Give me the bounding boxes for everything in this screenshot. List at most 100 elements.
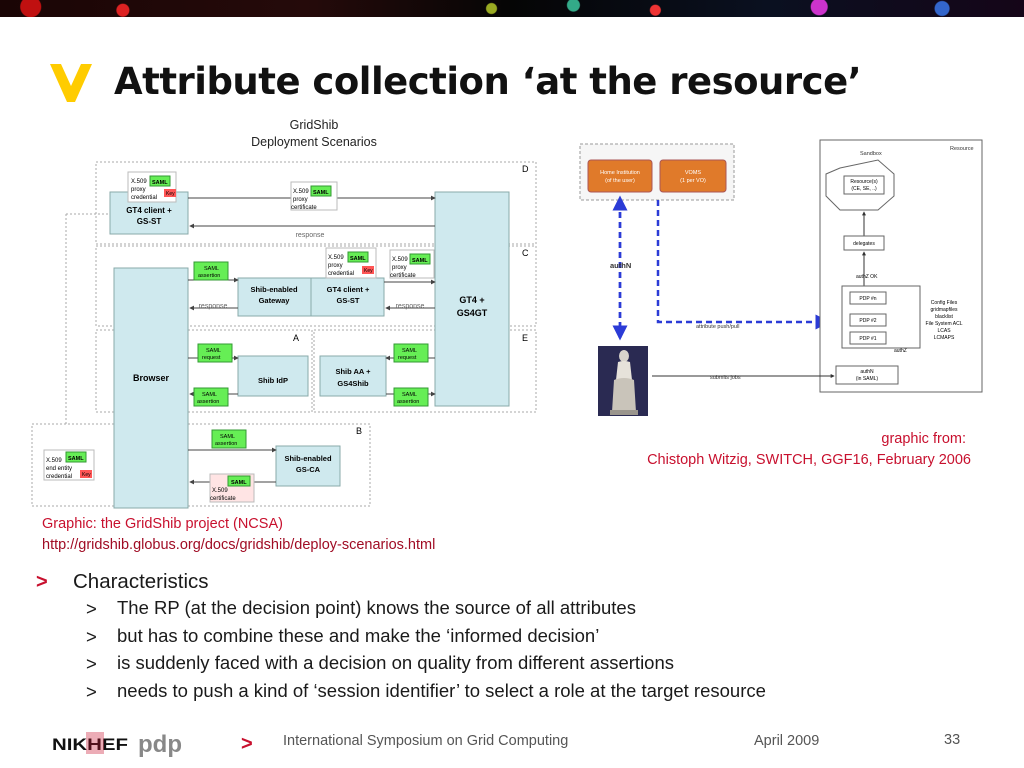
saml-request-token-e: SAML request <box>393 343 429 363</box>
svg-text:X.509: X.509 <box>212 488 228 494</box>
scenario-region-b <box>31 423 371 507</box>
gt4-client-label-1: GT4 client + <box>126 206 172 215</box>
shib-ca-box <box>275 445 341 487</box>
svg-text:assertion: assertion <box>198 273 220 279</box>
svg-text:X.509: X.509 <box>293 189 309 195</box>
witzig-credit-line1: graphic from: <box>881 431 966 447</box>
sub-bullet-marker: > <box>86 653 97 674</box>
svg-text:credential: credential <box>46 474 72 480</box>
pdp-2-label: PDP #2 <box>859 318 876 324</box>
nikhef-pdp-logo: NIKHEF pdp <box>52 731 182 758</box>
svg-text:SAML: SAML <box>202 392 217 398</box>
list-item: > The RP (at the decision point) knows t… <box>36 597 996 625</box>
list-item: > needs to push a kind of ‘session ident… <box>36 680 996 708</box>
saml-assertion-token-a: SAML assertion <box>193 387 229 407</box>
bullet-list: > Characteristics > The RP (at the decis… <box>36 570 996 707</box>
svg-text:Config Files: Config Files <box>931 300 958 306</box>
list-item-text: but has to combine these and make the ‘i… <box>117 624 600 646</box>
svg-text:X.509: X.509 <box>46 458 62 464</box>
svg-text:Key: Key <box>166 191 175 197</box>
slide-title: Attribute collection ‘at the resource’ <box>114 60 862 103</box>
proxy-certificate-token-d: X.509 SAML proxy certificate <box>290 181 338 211</box>
gt4-client-label-2: GS-ST <box>137 217 162 226</box>
home-institution-box <box>587 159 653 193</box>
shib-ca-label-2: GS-CA <box>296 465 321 474</box>
shib-idp-label: Shib IdP <box>258 376 288 385</box>
scenario-region-c <box>95 245 537 327</box>
svg-text:assertion: assertion <box>215 441 237 447</box>
resources-label-1: Resource(s) <box>850 179 878 185</box>
scenario-label-b: B <box>356 426 362 436</box>
bullet-marker: > <box>36 571 48 593</box>
saml-assertion-token-e: SAML assertion <box>393 387 429 407</box>
pdp-2-box <box>849 313 887 327</box>
pdp-1-box <box>849 331 887 345</box>
svg-text:certificate: certificate <box>291 205 317 211</box>
shib-ca-label-1: Shib-enabled <box>284 454 332 463</box>
svg-text:LCAS: LCAS <box>937 328 951 334</box>
scenario-label-c: C <box>522 248 529 258</box>
bullet-heading-text: Characteristics <box>73 570 209 593</box>
authz-ok-label: authZ OK <box>856 274 878 280</box>
svg-text:SAML: SAML <box>402 392 417 398</box>
footer-date: April 2009 <box>754 733 820 749</box>
authn-saml-label-2: (in SAML) <box>856 376 879 382</box>
list-item-text: is suddenly faced with a decision on qua… <box>117 652 675 673</box>
proxy-certificate-token-c: X.509 SAML proxy certificate <box>389 249 435 279</box>
gridshib-diagram-title: GridShib Deployment Scenarios <box>230 117 398 151</box>
gs4gt-label-1: GT4 + <box>459 295 484 305</box>
gs4gt-label-2: GS4GT <box>457 308 488 318</box>
gridshib-credit-link[interactable]: http://gridshib.globus.org/docs/gridshib… <box>42 537 436 553</box>
footer-chevron-icon: > <box>241 733 253 755</box>
shib-gateway-label-2: Gateway <box>259 296 291 305</box>
response-label-d: response <box>296 232 325 239</box>
scenario-label-d: D <box>522 164 529 174</box>
svg-text:credential: credential <box>131 195 157 201</box>
response-label-c2: response <box>396 303 425 310</box>
chevron-down-icon <box>50 64 92 102</box>
resources-label-2: (CE, SE, ..) <box>851 186 877 192</box>
svg-text:Key: Key <box>82 472 91 478</box>
proxy-credential-token-c: X.509 SAML proxy credential Key <box>325 247 377 279</box>
saml-request-token-a: SAML request <box>197 343 233 363</box>
list-item-text: The RP (at the decision point) knows the… <box>117 597 636 618</box>
svg-text:X.509: X.509 <box>131 179 147 185</box>
header-banner-image <box>0 0 1024 17</box>
svg-text:proxy: proxy <box>328 263 343 269</box>
end-entity-credential-token-b: X.509 SAML end entity credential Key <box>43 449 95 481</box>
svg-text:SAML: SAML <box>231 480 247 486</box>
home-institution-label-2: (of the user) <box>605 178 635 184</box>
saml-assertion-token-c: SAML assertion <box>193 261 229 281</box>
delegates-box <box>843 235 885 251</box>
browser-label: Browser <box>133 373 170 383</box>
logo-pdp-text: pdp <box>138 731 182 758</box>
list-item: > is suddenly faced with a decision on q… <box>36 652 996 680</box>
attribute-push-pull-label: attribute push/pull <box>696 324 739 330</box>
witzig-authorization-diagram: Home Institution (of the user) VOMS (1 p… <box>579 139 983 393</box>
voms-label-1: VOMS <box>685 170 702 176</box>
proxy-credential-token-d: X.509 SAML proxy credential Key <box>127 171 177 203</box>
scenario-region-d <box>95 161 537 245</box>
svg-text:File System ACL: File System ACL <box>926 321 963 327</box>
svg-text:SAML: SAML <box>220 434 235 440</box>
svg-text:X.509: X.509 <box>392 257 408 263</box>
pdp-n-box <box>849 291 887 305</box>
certificate-token-b: SAML X.509 certificate <box>209 473 255 503</box>
svg-text:SAML: SAML <box>350 256 366 262</box>
svg-text:end entity: end entity <box>46 466 72 472</box>
sub-bullet-marker: > <box>86 598 97 619</box>
voms-label-2: (1 per VO) <box>680 178 706 184</box>
venus-statue-image <box>598 346 648 416</box>
shib-aa-label-1: Shib AA + <box>335 367 371 376</box>
sub-bullet-marker: > <box>86 680 97 702</box>
pdp-1-label: PDP #1 <box>859 336 876 342</box>
svg-text:SAML: SAML <box>412 258 428 264</box>
list-item-text: needs to push a kind of ‘session identif… <box>117 679 766 701</box>
gs4gt-box <box>434 191 510 407</box>
gt4-client-c-label-2: GS-ST <box>337 296 360 305</box>
logo-nikhef-text: NIKHEF <box>52 735 128 754</box>
witzig-credit-line2: Chistoph Witzig, SWITCH, GGF16, February… <box>647 452 971 468</box>
svg-text:request: request <box>398 355 417 361</box>
shib-gateway-label-1: Shib-enabled <box>250 285 298 294</box>
list-item: > but has to combine these and make the … <box>36 625 996 653</box>
